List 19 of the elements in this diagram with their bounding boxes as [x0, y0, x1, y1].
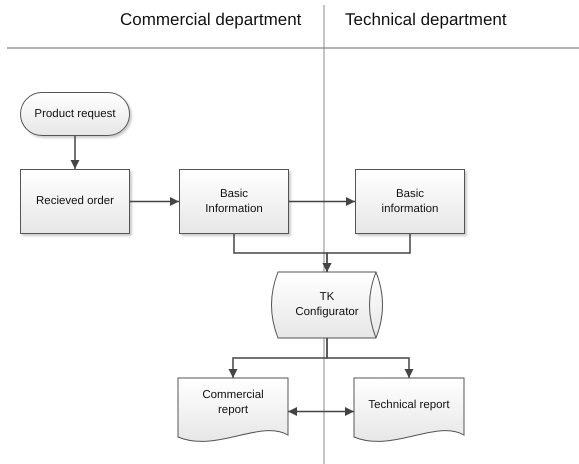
arrow	[70, 136, 80, 169]
lane-heading: Commercial department	[120, 10, 302, 30]
terminator-shape	[20, 92, 130, 136]
node-label: Recieved order	[36, 194, 114, 209]
node-label: Basic Information	[204, 186, 264, 216]
arrow	[326, 338, 414, 378]
node-label: Basic information	[380, 186, 440, 216]
arrow	[288, 407, 354, 416]
arrow	[289, 197, 355, 206]
arrow	[130, 197, 179, 206]
arrow	[322, 234, 411, 272]
node-label: TK Configurator	[294, 290, 360, 320]
process-box	[179, 169, 289, 234]
node-label: Technical report	[368, 398, 450, 413]
process-box	[20, 169, 130, 234]
node-label: Product request	[34, 106, 116, 122]
process-box	[355, 169, 465, 234]
lane-heading: Technical department	[345, 10, 507, 30]
node-label: Commercial report	[201, 388, 265, 418]
